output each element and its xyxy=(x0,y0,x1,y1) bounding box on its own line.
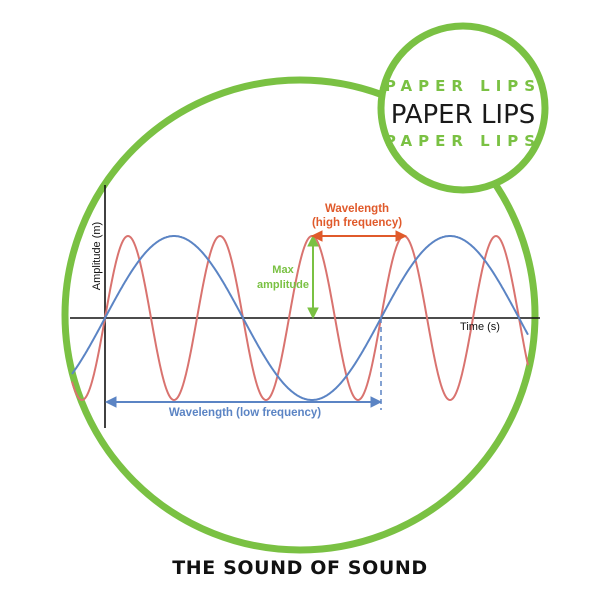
logo-decorative-top: PAPER LIPS xyxy=(385,77,541,95)
logo: PAPER LIPS PAPER LIPS PAPER LIPS xyxy=(385,77,541,150)
wavelength-low-arrow xyxy=(104,396,383,408)
y-axis-label: Amplitude (m) xyxy=(91,222,103,290)
wavelength-high-arrow xyxy=(310,230,408,242)
logo-ring xyxy=(377,22,549,194)
low-frequency-wave xyxy=(71,235,529,401)
logo-decorative-bottom: PAPER LIPS xyxy=(385,132,541,150)
high-frequency-wave xyxy=(71,234,529,402)
outer-ring xyxy=(61,76,539,554)
wavelength-low-label: Wavelength (low frequency) xyxy=(169,407,321,419)
max-amplitude-label-1: Max xyxy=(272,264,294,276)
logo-main-text: PAPER LIPS xyxy=(391,100,536,130)
wavelength-high-label-2: (high frequency) xyxy=(312,217,402,229)
max-amplitude-arrow xyxy=(307,234,319,320)
wavelength-high-label-1: Wavelength xyxy=(325,203,389,215)
max-amplitude-label-2: amplitude xyxy=(257,279,309,291)
x-axis-label: Time (s) xyxy=(460,321,500,333)
caption-title: THE SOUND OF SOUND xyxy=(172,557,428,579)
